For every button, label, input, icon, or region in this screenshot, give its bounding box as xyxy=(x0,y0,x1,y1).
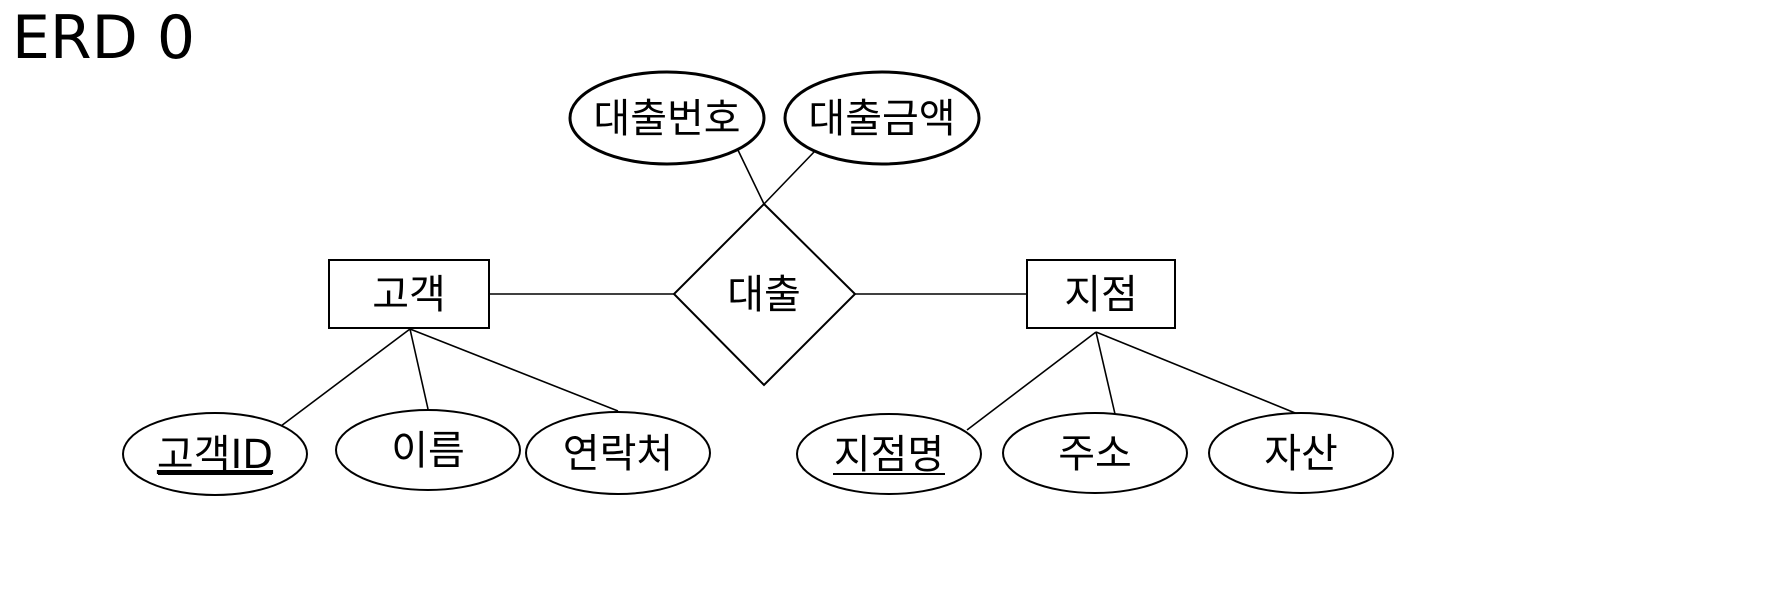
link-branch-assets xyxy=(1095,331,1306,418)
diagram-title: ERD 0 xyxy=(12,3,195,73)
attribute-ellipse xyxy=(568,70,766,166)
entity-label: 고객 xyxy=(372,272,446,318)
relationship-label: 대출 xyxy=(727,272,801,318)
relationship-diamond xyxy=(672,202,857,387)
entity-label: 지점 xyxy=(1064,272,1138,318)
attribute-address[interactable]: 주소 xyxy=(1002,412,1188,494)
attribute-ellipse xyxy=(335,409,521,491)
entity-branch[interactable]: 지점 xyxy=(1026,259,1176,329)
attribute-name[interactable]: 이름 xyxy=(335,409,521,491)
relationship-loan[interactable]: 대출 xyxy=(672,202,857,387)
attribute-ellipse xyxy=(1002,412,1188,494)
attribute-ellipse xyxy=(525,411,711,495)
attribute-label-key: 지점명 xyxy=(834,432,944,478)
attribute-ellipse xyxy=(783,70,981,166)
attribute-label: 연락처 xyxy=(563,431,673,477)
link-loan-loan-number xyxy=(735,145,765,205)
attribute-label: 대출금액 xyxy=(808,96,955,142)
entity-customer[interactable]: 고객 xyxy=(328,259,490,329)
attribute-label-key: 고객ID xyxy=(157,432,273,478)
attribute-ellipse xyxy=(1208,412,1394,494)
link-customer-name xyxy=(409,328,429,410)
attribute-loan-number[interactable]: 대출번호 xyxy=(568,70,766,166)
attribute-label: 자산 xyxy=(1264,431,1338,477)
entity-rect xyxy=(1026,259,1176,329)
link-branch-branch-name xyxy=(966,331,1097,431)
link-branch-address xyxy=(1095,331,1116,415)
attribute-contact[interactable]: 연락처 xyxy=(525,411,711,495)
attribute-assets[interactable]: 자산 xyxy=(1208,412,1394,494)
connectors xyxy=(280,145,1306,431)
link-loan-loan-amount xyxy=(763,150,816,205)
attribute-label: 주소 xyxy=(1058,431,1132,477)
link-customer-customer-id xyxy=(280,328,411,427)
attribute-label: 이름 xyxy=(391,428,465,474)
attribute-loan-amount[interactable]: 대출금액 xyxy=(783,70,981,166)
attribute-customer-id[interactable]: 고객ID xyxy=(122,412,308,496)
attribute-branch-name[interactable]: 지점명 xyxy=(796,413,982,495)
link-customer-contact xyxy=(409,328,619,412)
attribute-label: 대출번호 xyxy=(593,96,740,142)
entity-rect xyxy=(328,259,490,329)
